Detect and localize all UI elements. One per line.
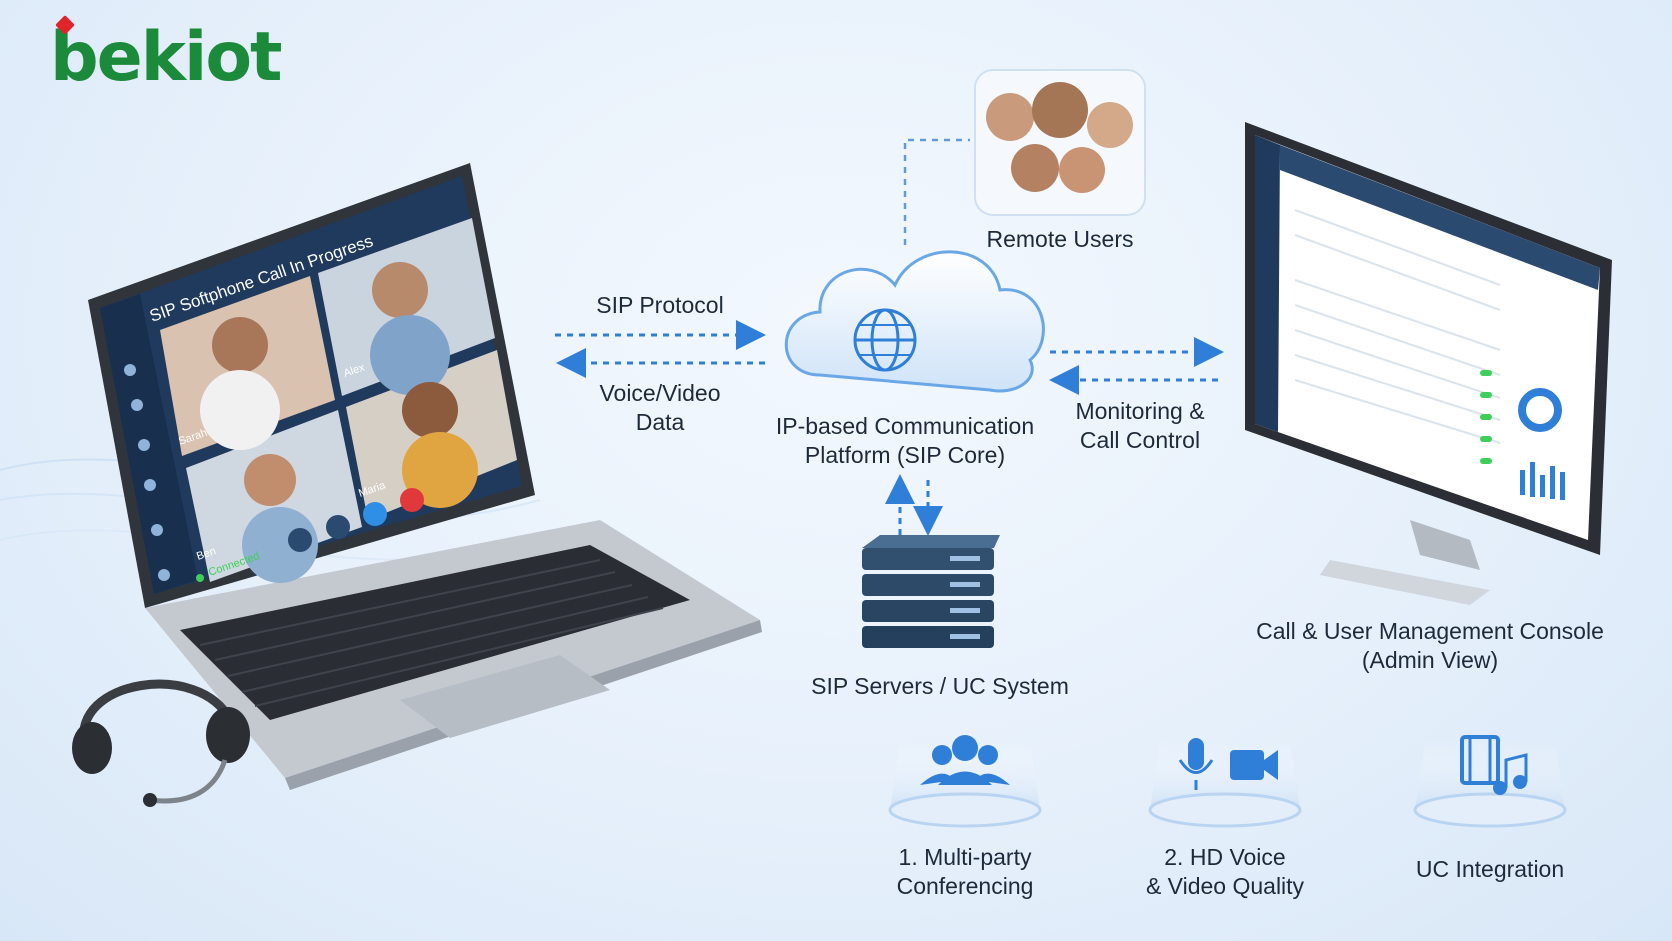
remote-users-card xyxy=(974,69,1146,216)
admin-console-label-line1: Call & User Management Console xyxy=(1256,618,1604,644)
feature-label-conferencing: 1. Multi-party Conferencing xyxy=(865,843,1065,901)
mute-button xyxy=(288,528,312,552)
feature-label-conferencing-line1: 1. Multi-party xyxy=(898,844,1032,870)
feature-pedestal-uc-integration xyxy=(1413,735,1567,828)
feature-pedestal-conferencing xyxy=(888,735,1042,828)
sip-protocol-label: SIP Protocol xyxy=(596,292,724,318)
laptop-trackpad xyxy=(400,655,610,738)
voice-video-label: Voice/Video Data xyxy=(560,379,760,437)
sip-core-label: IP-based Communication Platform (SIP Cor… xyxy=(755,412,1055,470)
brand-logo: bekiot xyxy=(50,18,283,97)
server-stack xyxy=(862,535,1000,648)
sip-core-label-line1: IP-based Communication xyxy=(775,413,1035,439)
feature-label-hd-voice-line1: 2. HD Voice xyxy=(1164,844,1286,870)
connected-dot xyxy=(196,574,204,582)
voice-video-label-line1: Voice/Video xyxy=(599,380,721,406)
end-call-button xyxy=(400,488,424,512)
feature-label-uc-integration: UC Integration xyxy=(1415,856,1565,882)
voice-video-label-line2: Data xyxy=(635,409,685,435)
admin-monitor xyxy=(1245,122,1612,605)
admin-console-label: Call & User Management Console (Admin Vi… xyxy=(1230,617,1630,675)
admin-console-label-line2: (Admin View) xyxy=(1361,647,1499,673)
sip-core-cloud xyxy=(784,250,1045,393)
camera-button xyxy=(326,515,350,539)
share-button xyxy=(363,502,387,526)
feature-label-hd-voice-line2: & Video Quality xyxy=(1145,873,1305,899)
feature-pedestal-hd-voice-video xyxy=(1148,738,1302,828)
laptop-illustration xyxy=(88,163,762,790)
remote-users-label: Remote Users xyxy=(986,226,1134,252)
feature-label-conferencing-line2: Conferencing xyxy=(896,873,1034,899)
sip-core-label-line2: Platform (SIP Core) xyxy=(804,442,1006,468)
monitoring-label-line2: Call Control xyxy=(1079,427,1201,453)
headset-illustration xyxy=(72,679,250,807)
monitoring-label: Monitoring & Call Control xyxy=(1040,397,1240,455)
sip-servers-label: SIP Servers / UC System xyxy=(811,673,1069,699)
feature-label-hd-voice: 2. HD Voice & Video Quality xyxy=(1125,843,1325,901)
monitoring-label-line1: Monitoring & xyxy=(1075,398,1205,424)
